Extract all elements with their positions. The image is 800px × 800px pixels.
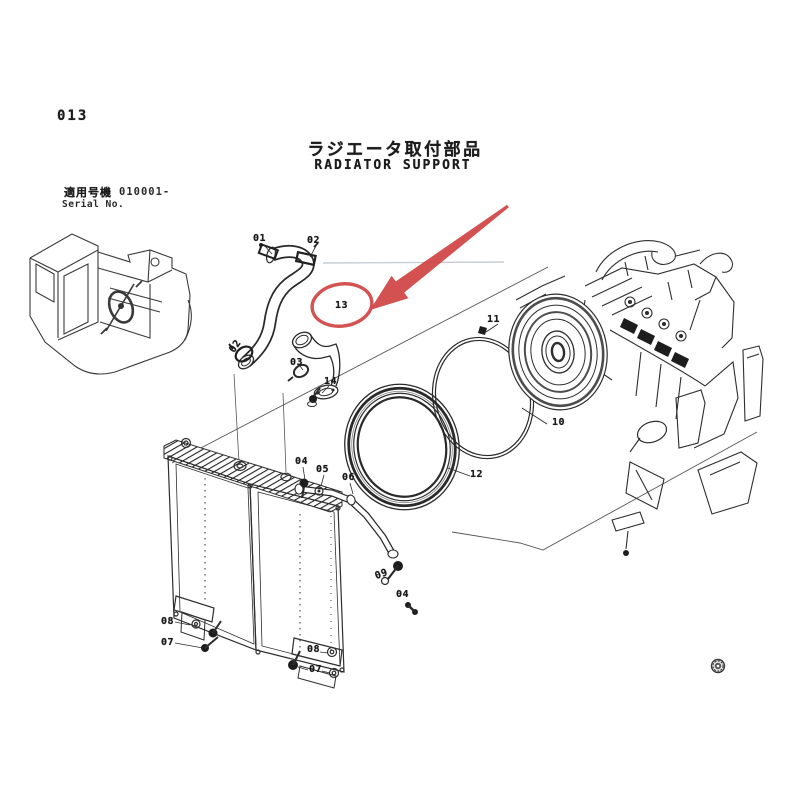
hose-upper — [228, 242, 319, 370]
pipe-06 — [294, 466, 418, 615]
serial-range: 010001- — [119, 186, 171, 198]
registered-mark-icon — [710, 658, 726, 674]
callout-04-bottom: 04 — [396, 589, 410, 600]
red-highlight-circle — [310, 282, 374, 328]
callout-02-top: 02 — [307, 235, 321, 246]
engine-assembly — [515, 240, 764, 556]
callout-04-top: 04 — [295, 456, 309, 467]
callout-06: 06 — [342, 472, 356, 483]
page-title-en: RADIATOR SUPPORT — [314, 158, 472, 173]
callout-01: 01 — [253, 233, 267, 244]
page-title-jp: ラジエータ取付部品 — [307, 140, 483, 160]
serial-label-en: Serial No. — [62, 199, 125, 210]
callout-10: 10 — [552, 417, 566, 428]
callout-03: 03 — [290, 357, 304, 368]
callout-12: 12 — [470, 469, 484, 480]
excavator-thumbnail — [29, 233, 192, 375]
fan-10 — [508, 293, 608, 411]
callout-08-left: 08 — [161, 616, 175, 627]
bracket-13 — [287, 331, 341, 407]
red-highlight-arrow — [370, 204, 509, 310]
ring-12 — [344, 383, 460, 511]
callout-14: 14 — [324, 376, 338, 387]
serial-label-jp: 適用号機 — [64, 186, 112, 199]
hose-clamp-icon — [228, 242, 319, 363]
page-number: 013 — [57, 108, 89, 124]
callout-11: 11 — [487, 314, 501, 325]
callout-08-right: 08 — [307, 644, 321, 655]
red-highlight — [310, 204, 509, 328]
callout-07-right: 07 — [309, 664, 323, 675]
callout-07-left: 07 — [161, 637, 175, 648]
clip-bolt-11 — [478, 326, 487, 335]
callout-13-highlighted: 13 — [335, 300, 349, 311]
callout-05: 05 — [316, 464, 330, 475]
construction-lines — [171, 261, 758, 551]
